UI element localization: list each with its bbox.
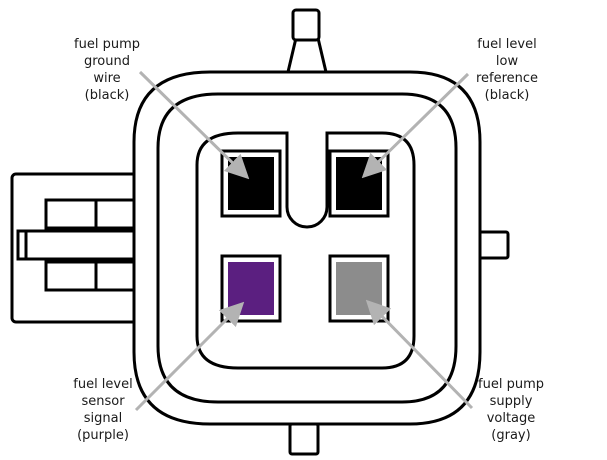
label-line: low <box>495 54 519 69</box>
top-key <box>286 8 328 74</box>
label-fuel-level-low-reference: fuel level low reference (black) <box>452 36 562 104</box>
label-line: fuel level <box>73 377 133 392</box>
connector-latch <box>10 172 154 324</box>
label-fuel-level-sensor-signal: fuel level sensor signal (purple) <box>48 376 158 444</box>
label-line: (gray) <box>491 428 531 443</box>
middle-housing <box>156 92 458 404</box>
label-line: supply <box>489 394 533 409</box>
arrow-top-left <box>138 70 250 180</box>
label-line: (black) <box>484 88 530 103</box>
latch-center-bar <box>16 229 148 261</box>
inner-cavity <box>195 131 416 370</box>
label-line: voltage <box>486 411 536 426</box>
label-line: reference <box>475 71 539 86</box>
terminal-fuel-pump-supply-voltage <box>328 254 390 323</box>
bottom-tab <box>288 422 320 456</box>
label-line: sensor <box>81 394 125 409</box>
label-line: wire <box>93 71 121 86</box>
arrow-top-right <box>361 72 470 179</box>
arrow-bottom-right <box>365 299 474 410</box>
label-line: fuel pump <box>74 37 140 52</box>
terminal-fuel-level-sensor-signal <box>220 254 282 323</box>
label-line: fuel pump <box>478 377 544 392</box>
label-line: (purple) <box>77 428 129 443</box>
label-fuel-pump-supply-voltage: fuel pump supply voltage (gray) <box>456 376 566 444</box>
outer-housing <box>132 70 482 426</box>
label-fuel-pump-ground: fuel pump ground wire (black) <box>52 36 162 104</box>
label-line: fuel level <box>477 37 537 52</box>
label-line: ground <box>84 54 130 69</box>
label-line: (black) <box>84 88 130 103</box>
label-line: signal <box>83 411 123 426</box>
arrow-bottom-left <box>134 301 245 412</box>
